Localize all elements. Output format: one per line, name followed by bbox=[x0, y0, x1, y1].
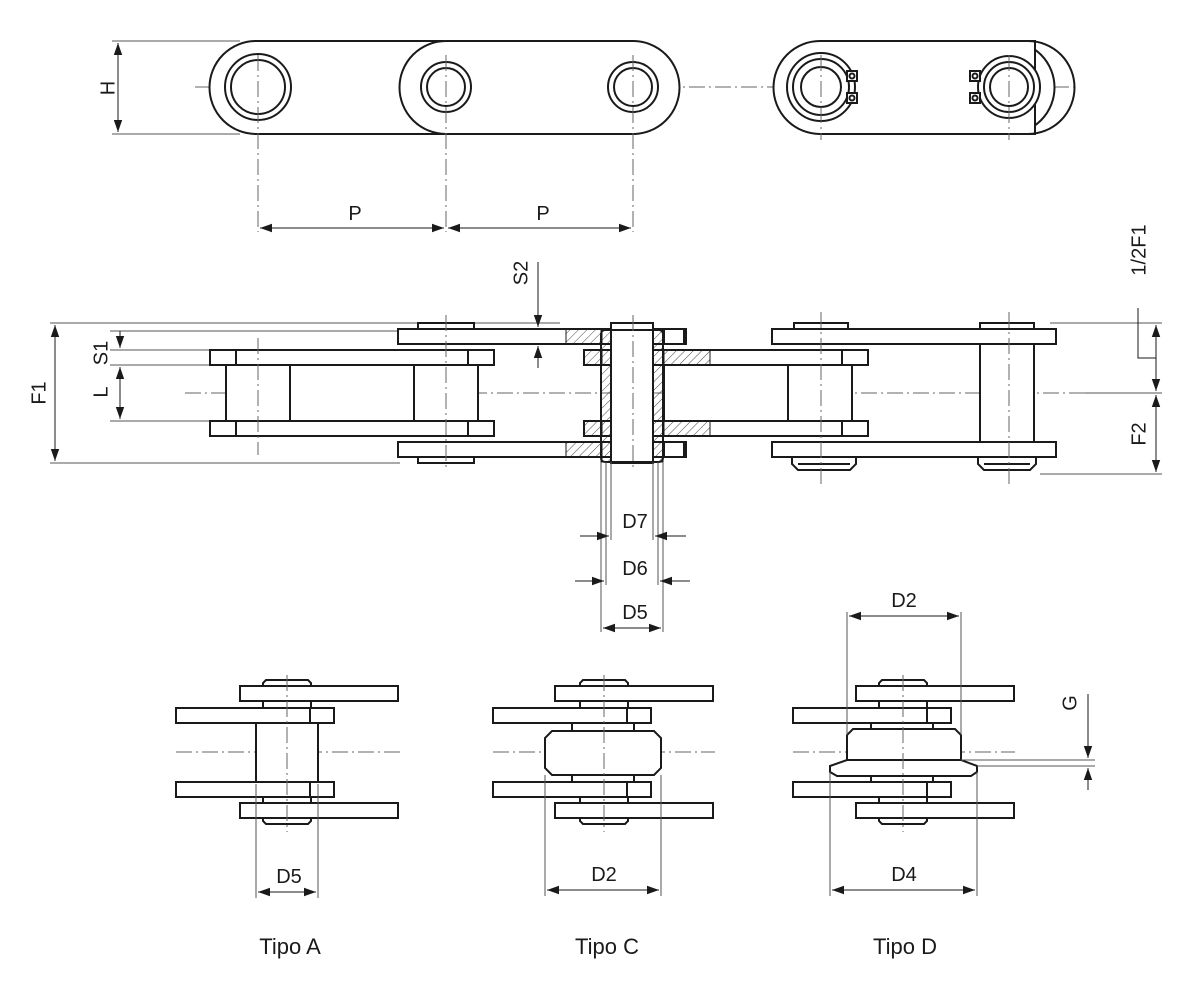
dim-f2-label: F2 bbox=[1128, 422, 1150, 445]
dim-p-label-2: P bbox=[536, 203, 549, 225]
type-a-view: D5 Tipo A bbox=[175, 675, 400, 959]
dim-d6-label: D6 bbox=[622, 558, 648, 580]
type-d-caption: Tipo D bbox=[873, 934, 937, 959]
section-view: F1 S1 L S2 1/2F1 F2 D7 D6 D5 bbox=[28, 224, 1162, 633]
dim-d2-type-c-label: D2 bbox=[591, 864, 617, 886]
type-d-view: D2 D4 G Tipo D bbox=[792, 590, 1095, 959]
type-c-view: D2 Tipo C bbox=[492, 675, 715, 959]
bushing-circles bbox=[224, 52, 1041, 122]
dim-d2-type-d-label: D2 bbox=[891, 590, 917, 612]
dim-d5-label: D5 bbox=[622, 602, 648, 624]
type-c-caption: Tipo C bbox=[575, 934, 639, 959]
dim-h-label: H bbox=[97, 81, 119, 95]
dim-d7-label: D7 bbox=[622, 511, 648, 533]
dim-half-f1-label: 1/2F1 bbox=[1128, 224, 1150, 275]
dim-p-label-1: P bbox=[348, 203, 361, 225]
circlip-icon bbox=[846, 70, 981, 104]
type-a-caption: Tipo A bbox=[259, 934, 321, 959]
dim-f1-label: F1 bbox=[28, 381, 50, 404]
dim-s1-label: S1 bbox=[90, 341, 112, 365]
dim-d4-type-d-label: D4 bbox=[891, 864, 917, 886]
dim-l-label: L bbox=[90, 386, 112, 397]
dim-g-label: G bbox=[1059, 695, 1081, 711]
dim-d5-type-a-label: D5 bbox=[276, 866, 302, 888]
top-view: H P P bbox=[97, 40, 1076, 233]
dim-s2-label: S2 bbox=[510, 261, 532, 285]
